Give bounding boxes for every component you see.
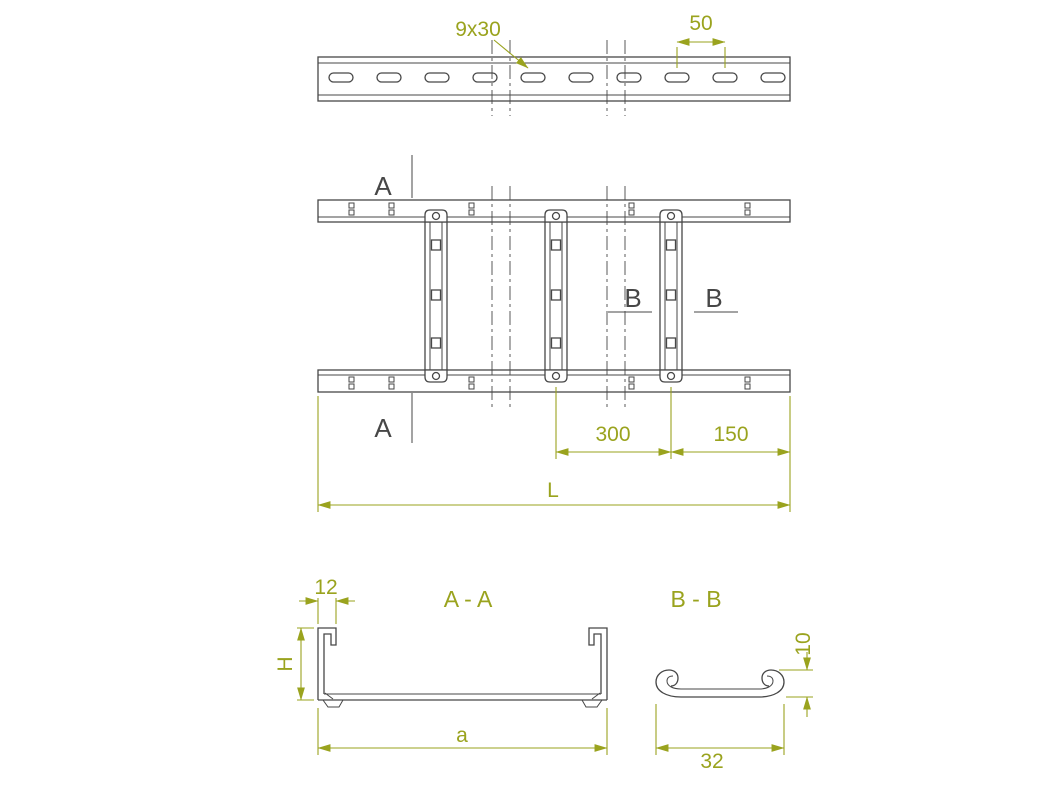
slot — [616, 72, 642, 83]
slot — [760, 72, 786, 83]
corner-foot — [322, 699, 344, 708]
slot — [472, 72, 498, 83]
height-label: H — [274, 656, 297, 671]
section-bb-view: B - B 10 32 — [655, 586, 815, 773]
channel-left-wall — [317, 627, 337, 700]
rung — [659, 209, 683, 383]
section-label-a-top: A — [374, 171, 392, 201]
corner-foot — [581, 699, 603, 708]
slot — [664, 72, 690, 83]
slot — [712, 72, 738, 83]
profile-height-label: 10 — [792, 632, 815, 655]
rail-holes — [468, 376, 475, 390]
rung — [424, 209, 448, 383]
rail-holes — [388, 376, 395, 390]
pitch-label: 50 — [689, 12, 712, 35]
rung-profile-outer — [655, 669, 785, 698]
corner-bend-mark — [324, 692, 334, 700]
rail-holes — [628, 202, 635, 216]
profile-width-label: 32 — [700, 750, 723, 773]
section-aa-title: A - A — [444, 586, 493, 612]
length-label: L — [547, 479, 559, 502]
slot-size-callout: 9x30 — [455, 18, 529, 69]
slot — [424, 72, 450, 83]
flange-width-label: 12 — [314, 576, 337, 599]
section-aa-view: A - A 12 H a — [274, 576, 608, 755]
section-label-a-bottom: A — [374, 413, 392, 443]
section-mark-a: A A — [374, 155, 413, 443]
section-bb-title: B - B — [670, 586, 721, 612]
slot — [376, 72, 402, 83]
rail-holes — [744, 202, 751, 216]
rail-outline — [317, 56, 791, 102]
slot — [520, 72, 546, 83]
rung — [544, 209, 568, 383]
corner-bend-mark — [591, 692, 601, 700]
rung-profile-inner — [666, 675, 774, 690]
rung-spacing-label: 300 — [595, 423, 630, 446]
ladder-plan-view — [317, 199, 791, 393]
rail-holes — [744, 376, 751, 390]
section-label-b-right: B — [705, 283, 722, 313]
break-lines-plan — [491, 186, 626, 408]
plan-dimensions: 300 150 L — [317, 387, 791, 512]
section-label-b-left: B — [624, 283, 641, 313]
rail-holes — [348, 202, 355, 216]
end-offset-label: 150 — [713, 423, 748, 446]
rail-side-view — [317, 56, 791, 102]
slot — [328, 72, 354, 83]
rail-holes — [388, 202, 395, 216]
rail-holes — [628, 376, 635, 390]
break-lines-top — [491, 40, 626, 116]
channel-right-wall — [588, 627, 608, 700]
slot-size-label: 9x30 — [455, 18, 501, 41]
leader-line — [493, 39, 529, 69]
width-label: a — [456, 724, 468, 747]
rail-holes — [348, 376, 355, 390]
section-mark-b: B B — [608, 283, 738, 313]
rail-holes — [468, 202, 475, 216]
slot — [568, 72, 594, 83]
pitch-dimension: 50 — [676, 12, 726, 68]
